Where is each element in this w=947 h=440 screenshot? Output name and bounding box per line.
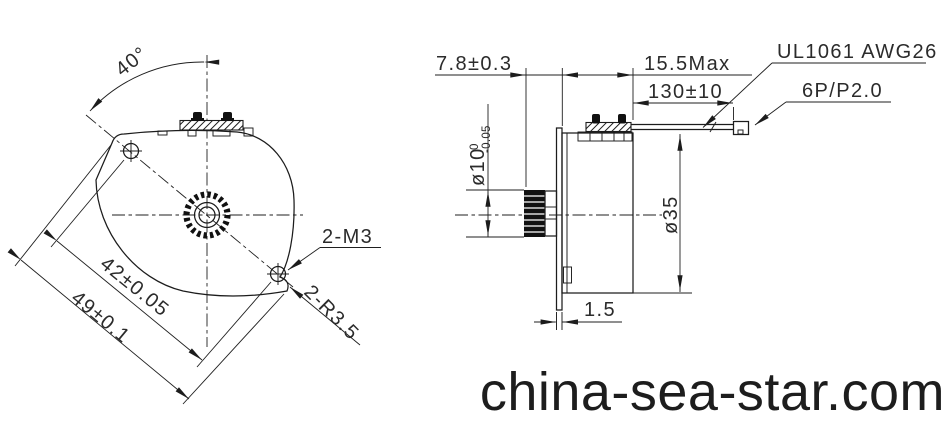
dim-body-diameter: ø35 [633,134,692,294]
dim-angle-40: 40° [89,42,220,112]
mounting-plate [555,127,563,330]
shaft-diameter-label: ø10 [467,147,489,186]
mounting-holes-label: 2-M3 [322,226,373,248]
angle-label: 40° [112,42,153,81]
plate-thickness-label: 1.5 [584,299,616,321]
dim-lead-length: 130±10 [633,81,734,120]
callout-lead-spec: UL1061 AWG26 [702,41,938,128]
mounting-hole-top-left [120,140,142,162]
body-depth-label: 15.5Max [644,53,731,75]
mounting-hole-bottom-right [267,263,289,285]
dim-shaft-protrusion-and-depth: 7.8±0.3 15.5Max [435,53,752,187]
corner-radius-label: 2-R3.5 [299,281,363,345]
output-pinion [524,190,558,237]
front-centerlines [85,55,303,347]
dim-shaft-diameter: ø10 0 -0.05 [466,104,524,238]
shaft-tol-lower: -0.05 [481,125,493,153]
watermark-text: china-sea-star.com [479,362,945,422]
body-diameter-label: ø35 [660,195,682,234]
dim-plate-thickness: 1.5 [534,299,622,325]
lead-spec-label: UL1061 AWG26 [777,41,938,63]
terminal-connector-side [577,114,633,142]
lead-wires [631,120,750,136]
callout-corner-radius: 2-R3.5 [289,281,363,346]
gear-icon [183,191,231,239]
motor-body-side [561,132,634,294]
callout-mounting-holes: 2-M3 [287,226,381,271]
front-view: 40° 42±0.05 49±0.1 2-M3 2-R3.5 [7,42,381,405]
terminal-connector-front [157,112,254,137]
dim-hole-pitch-42: 42±0.05 [43,159,272,368]
dim-body-width-49: 49±0.1 [7,144,285,405]
wire-end-connector [732,120,750,136]
side-view: 7.8±0.3 15.5Max 130±10 UL1061 AWG26 6P/P… [435,41,938,330]
lead-length-label: 130±10 [648,81,723,103]
callout-connector-spec: 6P/P2.0 [754,80,891,126]
connector-spec-label: 6P/P2.0 [802,80,883,102]
shaft-protrusion-label: 7.8±0.3 [436,53,512,75]
shaft-tol-upper: 0 [469,143,481,150]
